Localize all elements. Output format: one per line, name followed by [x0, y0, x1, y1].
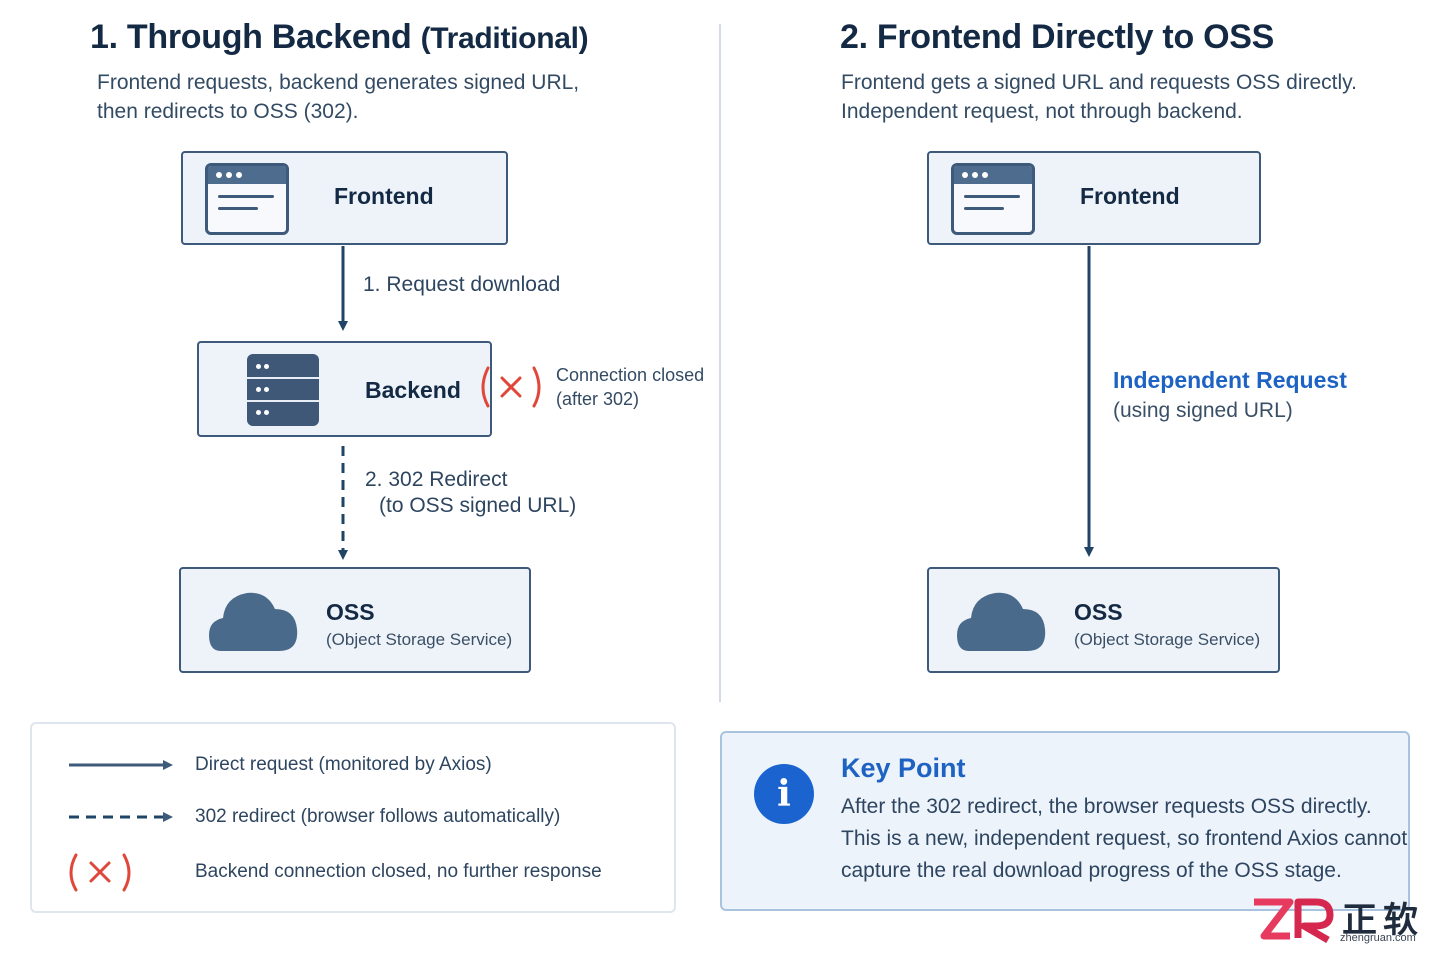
close-x-icon — [481, 366, 541, 408]
close-x-icon — [69, 853, 131, 892]
left-heading: 1. Through Backend (Traditional) — [90, 18, 589, 57]
left-subtitle-line1: Frontend requests, backend generates sig… — [97, 71, 580, 94]
step2-label-line2: (to OSS signed URL) — [379, 494, 577, 517]
left-oss-caption: (Object Storage Service) — [326, 630, 513, 649]
left-heading-main: 1. Through Backend — [90, 18, 412, 56]
watermark-logo: 正软 zhengruan.com — [1250, 892, 1430, 950]
key-point-box: i Key Point After the 302 redirect, the … — [720, 731, 1410, 911]
connection-closed-line2: (after 302) — [556, 389, 640, 409]
right-frontend-node: Frontend — [927, 151, 1261, 245]
left-oss-label: OSS — [326, 599, 375, 625]
backend-label: Backend — [365, 377, 461, 403]
connection-closed-line1: Connection closed — [556, 365, 705, 385]
step2-label-line1: 2. 302 Redirect — [365, 468, 508, 491]
left-frontend-label: Frontend — [334, 183, 434, 209]
key-point-title: Key Point — [841, 753, 966, 783]
backend-node: Backend — [197, 341, 492, 437]
right-arrows — [1084, 246, 1094, 557]
watermark-url: zhengruan.com — [1340, 932, 1416, 944]
right-subtitle-line2: Independent request, not through backend… — [841, 100, 1243, 123]
key-point-line3: capture the real download progress of th… — [841, 859, 1342, 882]
legend: Direct request (monitored by Axios) 302 … — [30, 722, 676, 913]
left-subtitle: Frontend requests, backend generates sig… — [97, 68, 579, 126]
info-icon: i — [754, 764, 814, 824]
right-oss-node: OSS (Object Storage Service) — [927, 567, 1280, 673]
right-heading: 2. Frontend Directly to OSS — [840, 18, 1274, 56]
right-subtitle-line1: Frontend gets a signed URL and requests … — [841, 71, 1357, 94]
left-subtitle-line2: then redirects to OSS (302). — [97, 100, 359, 123]
cloud-icon — [957, 592, 1046, 651]
legend-symbols — [69, 760, 173, 892]
legend-closed-text: Backend connection closed, no further re… — [195, 861, 602, 882]
right-oss-label: OSS — [1074, 599, 1123, 625]
independent-request-caption: (using signed URL) — [1113, 399, 1293, 422]
right-subtitle: Frontend gets a signed URL and requests … — [841, 68, 1357, 126]
left-arrows — [338, 246, 348, 560]
server-icon — [247, 354, 319, 426]
key-point-line2: This is a new, independent request, so f… — [841, 827, 1408, 850]
left-heading-sub: (Traditional) — [420, 22, 589, 55]
browser-window-icon — [951, 163, 1035, 235]
panel-divider — [719, 24, 721, 702]
left-frontend-node: Frontend — [181, 151, 508, 245]
zr-logo-icon — [1254, 898, 1334, 944]
cloud-icon — [209, 592, 298, 651]
legend-solid-text: Direct request (monitored by Axios) — [195, 754, 492, 775]
key-point-line1: After the 302 redirect, the browser requ… — [841, 795, 1372, 818]
left-oss-node: OSS (Object Storage Service) — [179, 567, 531, 673]
watermark-brand: 正软 — [1342, 901, 1425, 941]
right-frontend-label: Frontend — [1080, 183, 1180, 209]
independent-request-label: Independent Request — [1113, 367, 1347, 393]
legend-dashed-text: 302 redirect (browser follows automatica… — [195, 806, 561, 827]
step1-label: 1. Request download — [363, 273, 561, 296]
right-oss-caption: (Object Storage Service) — [1074, 630, 1261, 649]
browser-window-icon — [205, 163, 289, 235]
connection-closed-note: Connection closed (after 302) — [556, 363, 704, 411]
